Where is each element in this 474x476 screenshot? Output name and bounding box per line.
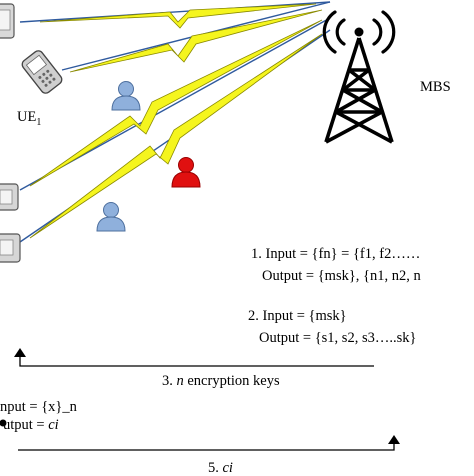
ue-phone-icon — [21, 50, 63, 94]
link-ue-top — [19, 1, 331, 23]
step-1-output: Output = {msk}, {n1, n2, n — [262, 268, 421, 284]
lightning-bolt-4 — [29, 33, 323, 239]
ue-device-3 — [0, 183, 19, 211]
ue-device-4 — [0, 233, 21, 263]
step-5-ci: ci — [222, 460, 233, 476]
radio-waves-icon — [322, 10, 396, 54]
arrow-step-3 — [19, 354, 374, 367]
person-icon-blue-1 — [111, 81, 141, 111]
step-4-output: utput = ci — [3, 418, 59, 433]
step-1-input: 1. Input = {fn} = {f1, f2…… — [251, 246, 421, 262]
step-5-label: 5. ci — [208, 461, 233, 476]
lightning-bolt-3 — [29, 19, 323, 187]
step-4-input: nput = {x}_n — [0, 399, 77, 415]
lightning-bolt-2 — [69, 9, 323, 73]
arrow-step-5 — [18, 442, 395, 451]
ue-label-sub: 1 — [36, 116, 42, 128]
step-3-prefix: 3. — [162, 373, 177, 389]
person-icon-blue-2 — [96, 202, 126, 232]
step-4-output-prefix: utput = — [3, 417, 49, 433]
step-2-output: Output = {s1, s2, s3…..sk} — [259, 330, 417, 346]
bullet-dot — [0, 419, 7, 427]
step-5-prefix: 5. — [208, 460, 223, 476]
lightning-bolt-1 — [39, 3, 317, 29]
ue-label-main: UE — [17, 109, 37, 125]
link-lines — [19, 1, 331, 243]
mbs-label: MBS — [420, 79, 451, 95]
lightning-bolts — [29, 3, 323, 239]
step-4-output-ci: ci — [48, 417, 59, 433]
step-3-label: 3. n encryption keys — [162, 374, 280, 389]
arrow-up-head — [14, 348, 26, 357]
person-icon-red — [171, 157, 201, 188]
step-2-input: 2. Input = {msk} — [248, 308, 347, 324]
arrow-up-head-right — [388, 435, 400, 444]
ue-top-device — [0, 3, 15, 39]
ue-label: UE1 — [17, 110, 41, 128]
step-3-rest: encryption keys — [183, 373, 280, 389]
step-3-n: n — [176, 373, 184, 389]
mbs-tower-icon — [322, 10, 396, 144]
